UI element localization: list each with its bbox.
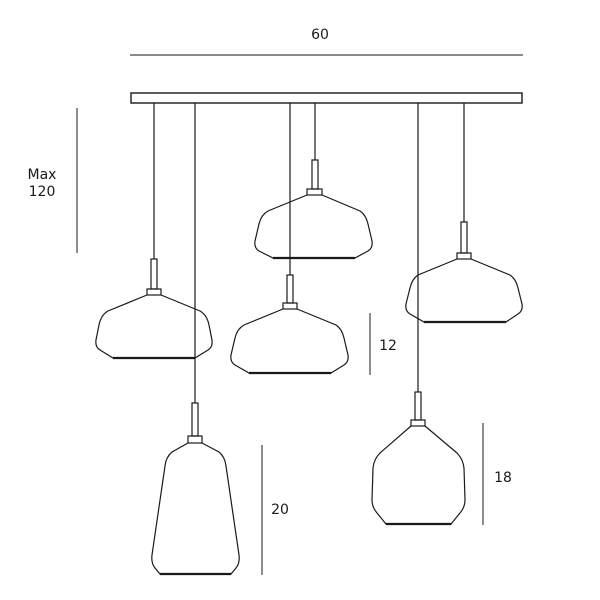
max-height-label: Max 120 [22,167,62,201]
shade-height-20-label: 20 [271,502,289,518]
max-height-label-line2: 120 [28,184,56,200]
shade-height-18-label: 18 [494,470,512,486]
cords [153,103,465,403]
pendant-tall-right [371,391,466,526]
pendant-right [405,221,523,324]
pendant-top-middle [254,159,373,260]
max-height-label-line1: Max [27,167,57,183]
canopy-bar [130,92,523,104]
pendant-middle [230,274,349,375]
width-label: 60 [311,27,329,43]
shade-height-12-label: 12 [379,338,397,354]
pendant-tall-left [151,402,240,576]
pendant-left-wide [95,258,213,360]
